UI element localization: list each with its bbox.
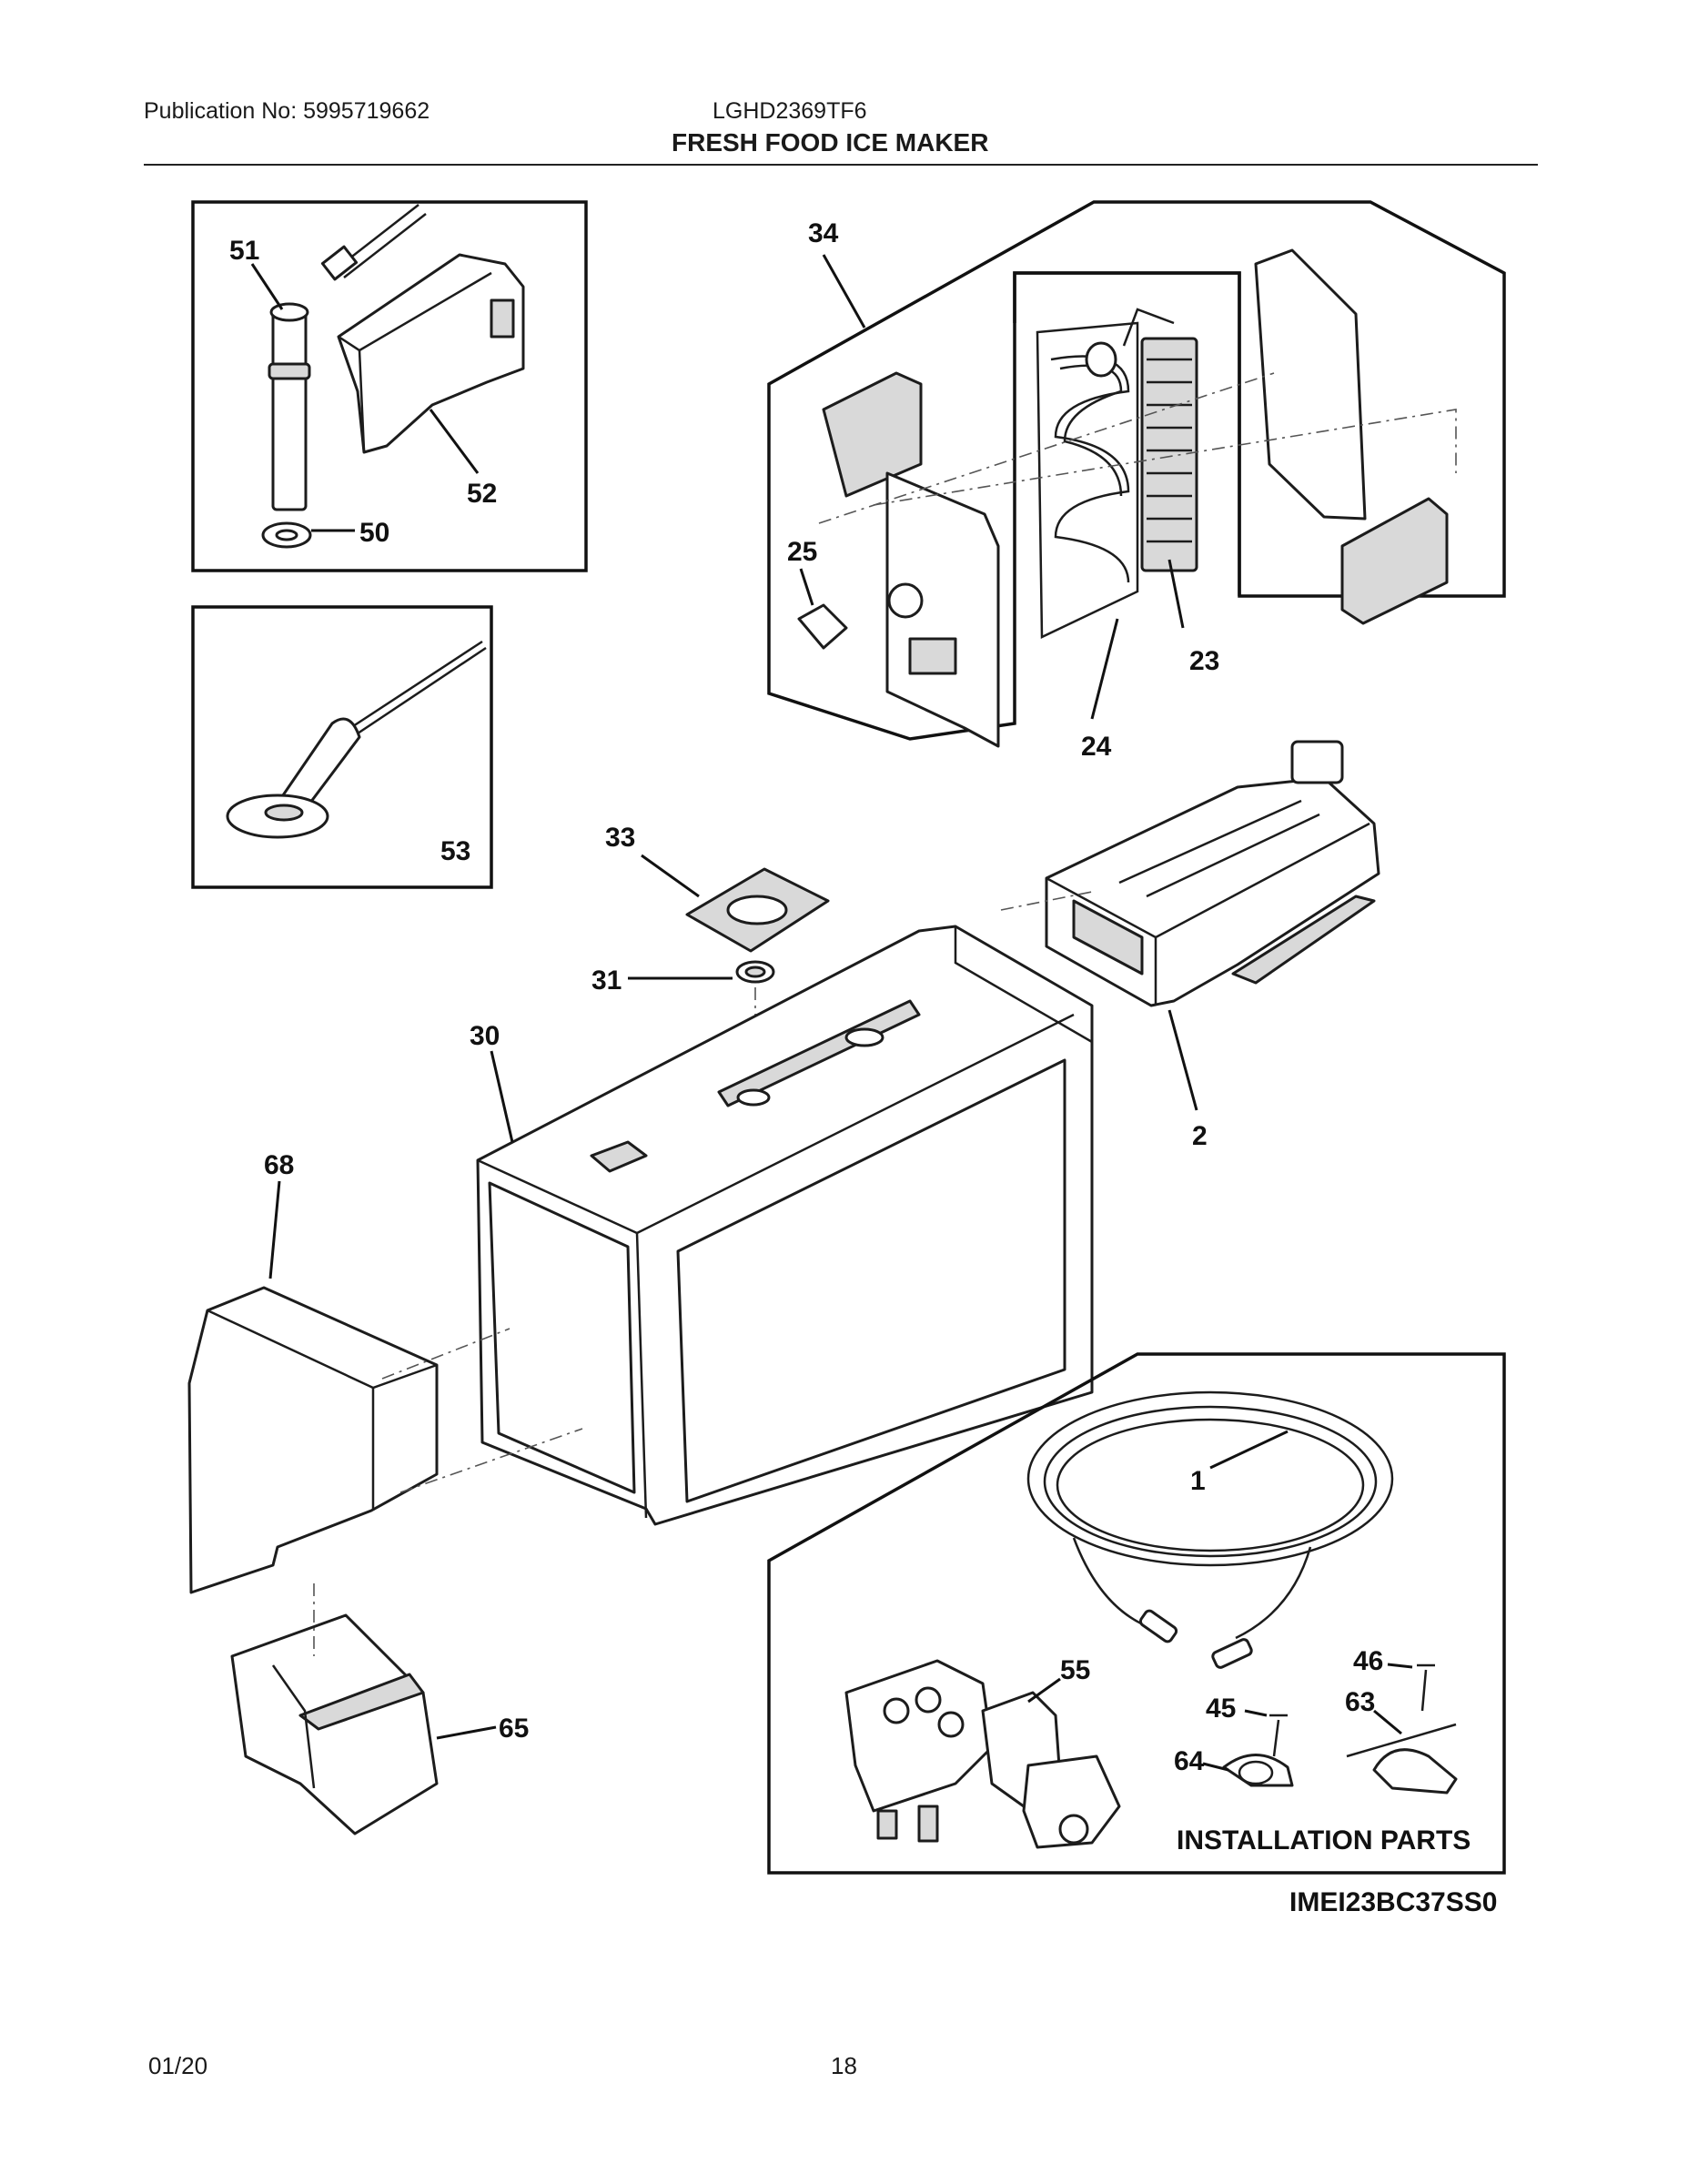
model-number: LGHD2369TF6 bbox=[713, 98, 867, 124]
callout-33: 33 bbox=[605, 823, 635, 853]
callout-52: 52 bbox=[467, 479, 497, 509]
ice-maker bbox=[1000, 740, 1380, 1111]
ice-chute bbox=[230, 1583, 497, 1835]
callout-65: 65 bbox=[499, 1714, 529, 1744]
callout-68: 68 bbox=[264, 1150, 294, 1180]
gasket-and-grommet bbox=[628, 854, 830, 1083]
callout-50: 50 bbox=[359, 518, 389, 548]
callout-46: 46 bbox=[1353, 1646, 1383, 1676]
callout-25: 25 bbox=[787, 537, 817, 567]
ice-bin-housing bbox=[476, 925, 1094, 1526]
callout-34: 34 bbox=[808, 218, 839, 248]
page-title: FRESH FOOD ICE MAKER bbox=[672, 128, 989, 157]
auger-cover bbox=[187, 1180, 583, 1594]
callout-31: 31 bbox=[591, 966, 622, 996]
installation-parts-title: INSTALLATION PARTS bbox=[1177, 1825, 1471, 1855]
callout-55: 55 bbox=[1060, 1655, 1090, 1685]
callout-2: 2 bbox=[1192, 1121, 1208, 1151]
callout-1: 1 bbox=[1190, 1466, 1206, 1496]
inset-fill-tube bbox=[191, 200, 588, 572]
callout-63: 63 bbox=[1345, 1687, 1375, 1717]
page-number: 18 bbox=[831, 2052, 857, 2079]
footer-date: 01/20 bbox=[148, 2052, 208, 2079]
callout-45: 45 bbox=[1206, 1694, 1236, 1724]
header-divider bbox=[144, 164, 1538, 166]
callout-30: 30 bbox=[470, 1021, 500, 1051]
callout-24: 24 bbox=[1081, 732, 1112, 762]
inset-drain-tube bbox=[191, 605, 493, 889]
callout-64: 64 bbox=[1174, 1746, 1205, 1776]
publication-number: Publication No: 5995719662 bbox=[144, 98, 430, 124]
drawing-code: IMEI23BC37SS0 bbox=[1289, 1887, 1497, 1917]
installation-parts-panel bbox=[767, 1352, 1506, 1875]
callout-23: 23 bbox=[1189, 646, 1219, 676]
callout-53: 53 bbox=[440, 836, 470, 866]
callout-51: 51 bbox=[229, 236, 259, 266]
evaporator-assembly bbox=[767, 200, 1506, 748]
